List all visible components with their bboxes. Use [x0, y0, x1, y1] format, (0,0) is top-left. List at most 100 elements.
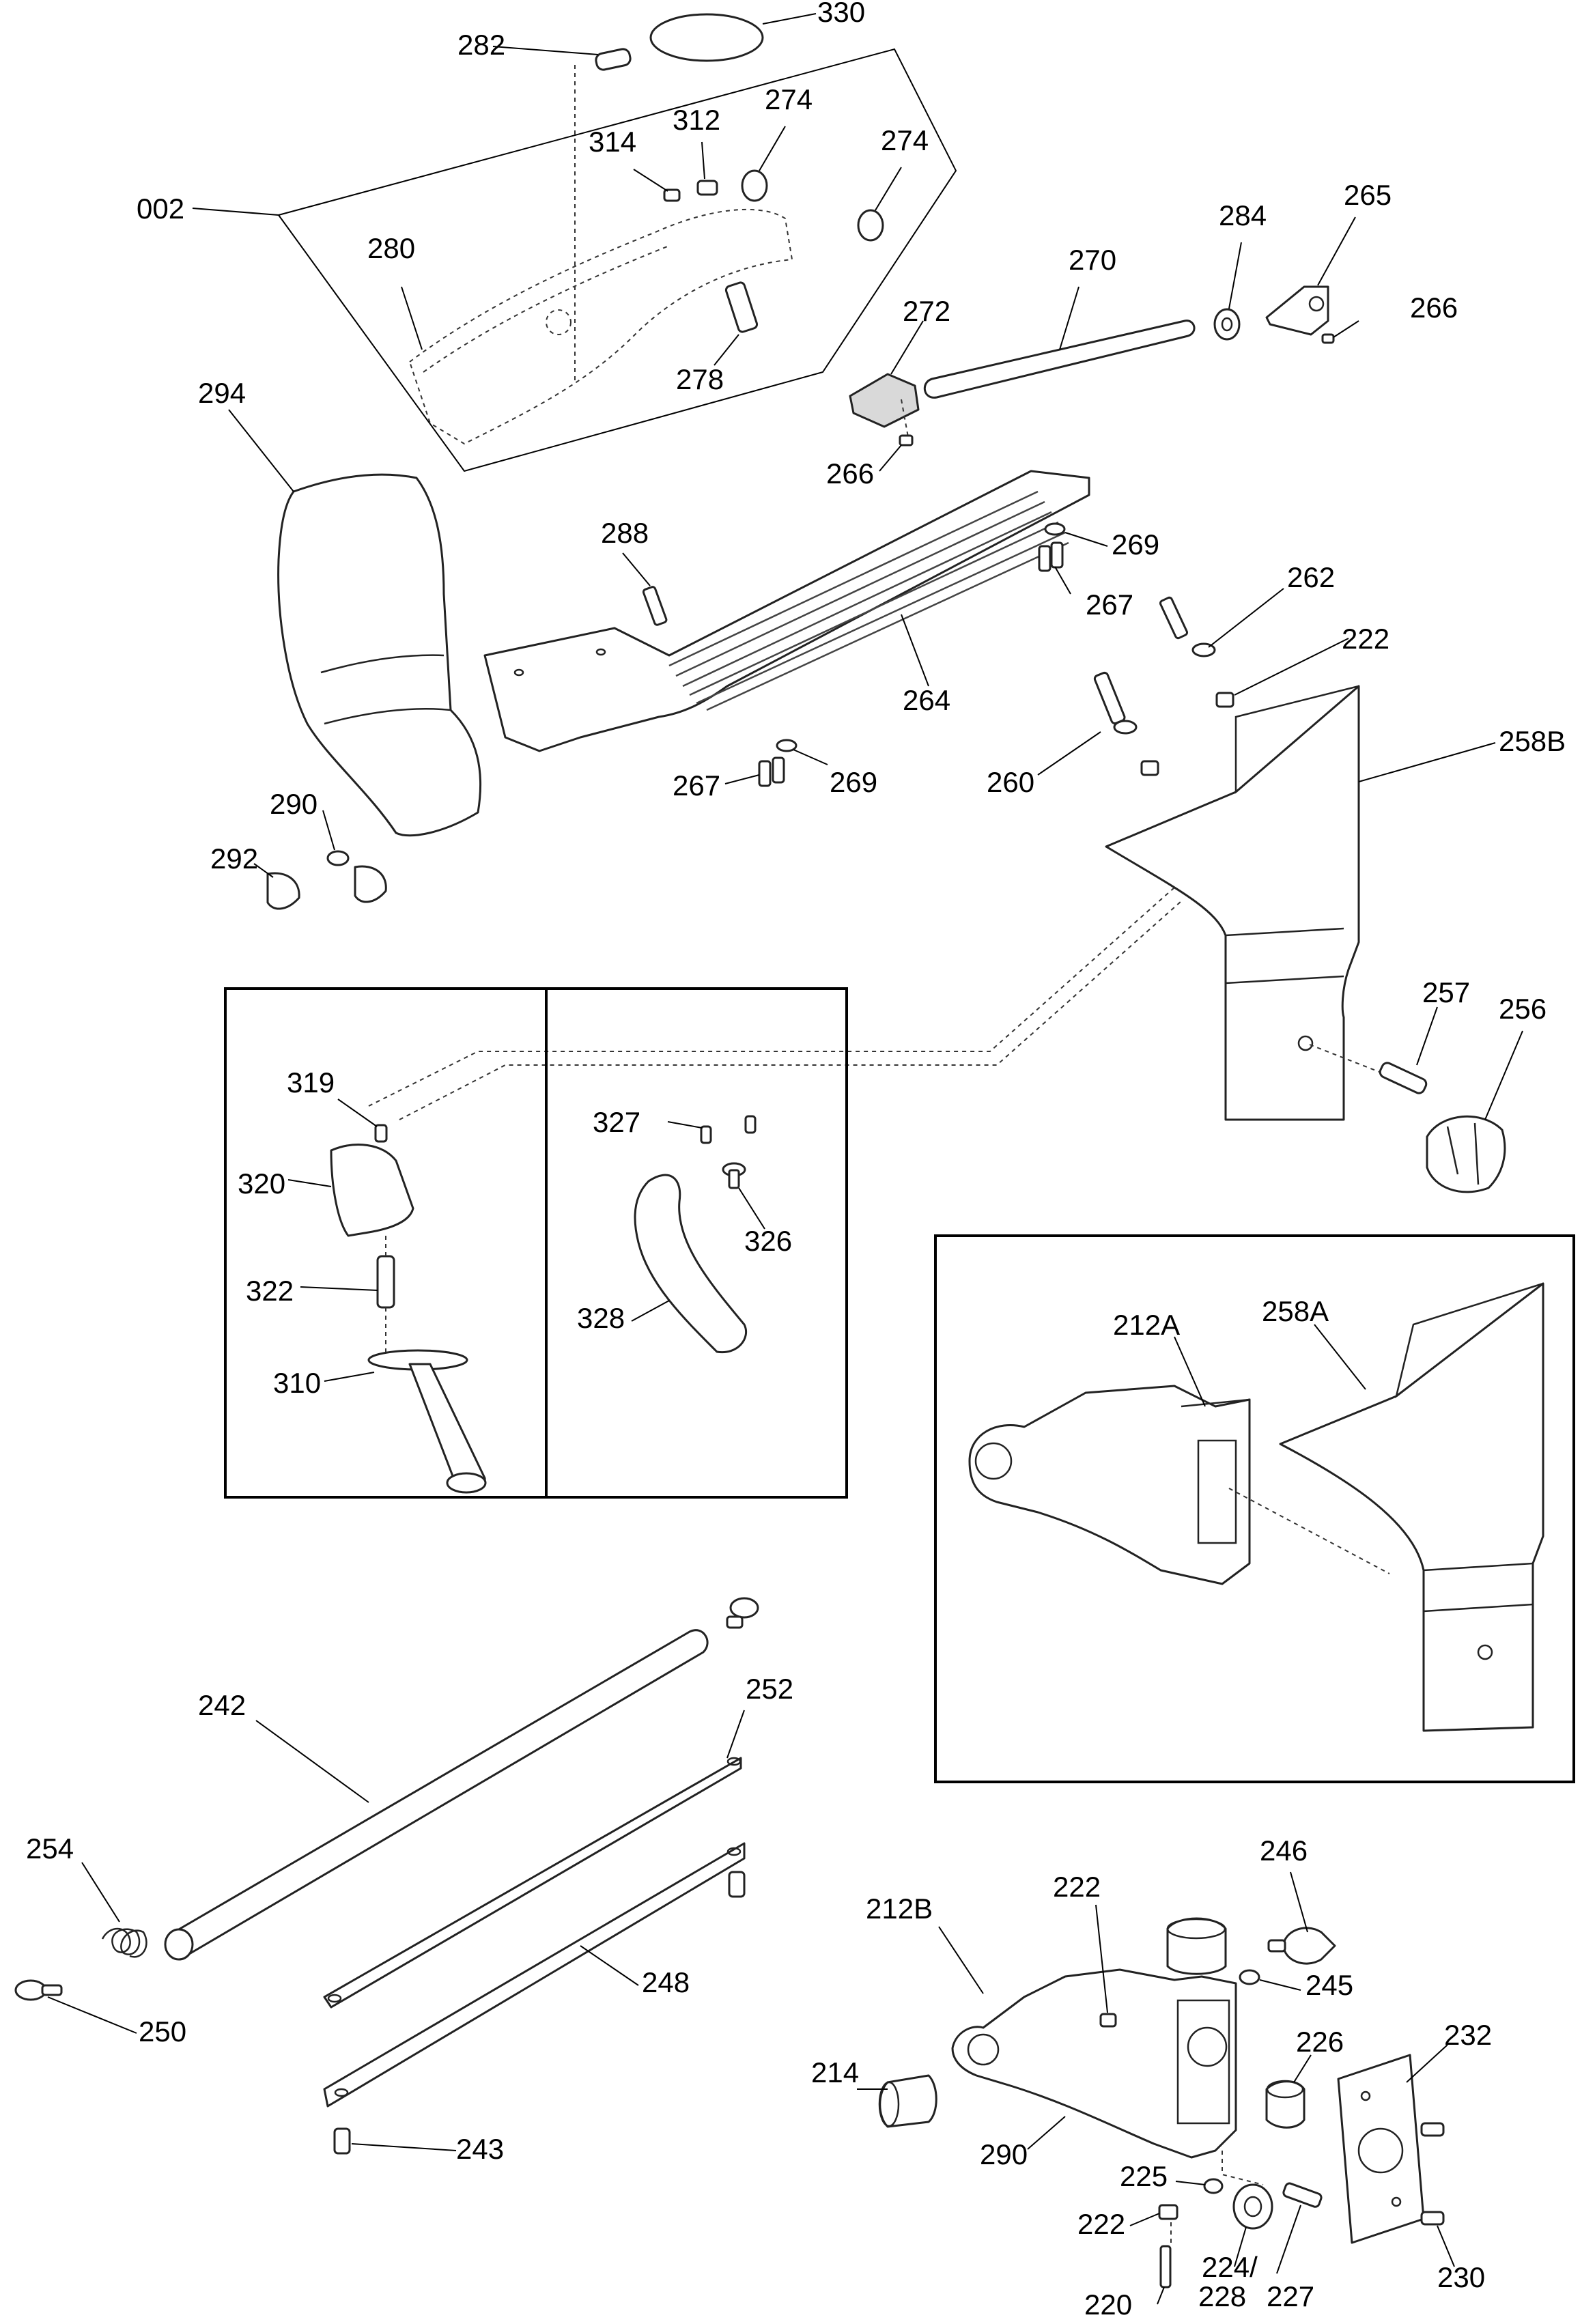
- callout-267-b: 267: [673, 769, 720, 802]
- callout-270: 270: [1069, 244, 1116, 276]
- part-310-handle-tube: [324, 1349, 487, 1494]
- part-264-footrest: [483, 470, 1090, 752]
- callout-226: 226: [1296, 2026, 1344, 2058]
- callout-280: 280: [367, 232, 415, 264]
- part-290-washer-a: [322, 810, 350, 866]
- callout-222-b: 222: [1053, 1871, 1101, 1903]
- detail-box-328: [545, 987, 848, 1499]
- part-292-cap-nut: [253, 863, 387, 910]
- callout-330: 330: [817, 0, 865, 28]
- part-254-spring: [81, 1862, 147, 1958]
- callout-256: 256: [1499, 993, 1547, 1025]
- callout-269-a: 269: [1112, 528, 1159, 561]
- callout-243: 243: [456, 2133, 504, 2165]
- part-bushing-top: [1166, 1917, 1227, 1975]
- callout-212a: 212A: [1113, 1309, 1180, 1341]
- part-326-screw: [722, 1162, 765, 1230]
- part-328-handle: [631, 1174, 748, 1354]
- part-319-screw: [337, 1099, 388, 1143]
- part-232-plate: [1337, 2044, 1448, 2244]
- part-222-nut-a: [1215, 638, 1349, 708]
- callout-284: 284: [1219, 199, 1267, 231]
- callout-252: 252: [746, 1673, 793, 1705]
- part-248-bar: [323, 1842, 746, 2108]
- callout-222-a: 222: [1342, 623, 1389, 655]
- callout-264: 264: [903, 684, 950, 716]
- callout-214: 214: [811, 2056, 859, 2088]
- part-269-washer-b: [776, 739, 828, 765]
- part-246-knob: [1267, 1871, 1336, 1965]
- part-258b-chute: [1105, 685, 1496, 1121]
- callout-265: 265: [1344, 179, 1392, 211]
- callout-290-b: 290: [980, 2138, 1028, 2170]
- callout-328: 328: [577, 1302, 625, 1334]
- part-212b-base: [938, 1926, 1237, 2159]
- callout-222-c: 222: [1077, 2208, 1125, 2240]
- part-227-bolt: [1276, 2182, 1323, 2274]
- callout-319: 319: [287, 1066, 335, 1099]
- callout-274-a: 274: [765, 83, 813, 115]
- callout-310: 310: [273, 1367, 321, 1399]
- callout-225: 225: [1120, 2160, 1168, 2192]
- callout-002: 002: [137, 193, 184, 225]
- part-282-pin: [492, 46, 632, 382]
- part-245-washer: [1239, 1969, 1301, 1991]
- part-290-washer-b: [1027, 2116, 1066, 2150]
- part-284-washer: [1213, 242, 1242, 341]
- part-267-screw-a: [1038, 541, 1071, 595]
- part-274-bushing-b: [857, 167, 902, 242]
- callout-314: 314: [589, 126, 636, 158]
- part-266-screw-a: [879, 434, 914, 472]
- part-312-screw: [696, 141, 718, 196]
- callout-266-b: 266: [1410, 292, 1458, 324]
- callout-224: 224/: [1202, 2251, 1258, 2283]
- part-278-pin: [714, 281, 759, 366]
- part-314-screw: [633, 169, 681, 202]
- callout-322: 322: [246, 1275, 294, 1307]
- callout-290-a: 290: [270, 788, 317, 820]
- callout-272: 272: [903, 295, 950, 327]
- callout-250: 250: [139, 2015, 186, 2047]
- callout-258b: 258B: [1499, 725, 1566, 757]
- part-225-washer: [1175, 2178, 1224, 2194]
- callout-212b: 212B: [866, 1893, 933, 1925]
- detail-box-320: [224, 987, 548, 1499]
- callout-246: 246: [1260, 1834, 1308, 1867]
- part-270-rod: [923, 286, 1196, 399]
- part-262-bolt: [1159, 588, 1284, 657]
- part-294-seat: [228, 409, 482, 837]
- part-256-knob: [1426, 1030, 1523, 1193]
- callout-327: 327: [593, 1106, 640, 1138]
- part-212a-base: [968, 1336, 1251, 1585]
- assembly-002-outline: [278, 48, 957, 472]
- part-288-bolt: [622, 552, 668, 626]
- callout-248: 248: [642, 1966, 690, 1998]
- part-272-bracket: [849, 320, 924, 438]
- part-257-pin: [1309, 1006, 1438, 1094]
- callout-220: 220: [1084, 2288, 1132, 2321]
- part-258a-chute: [1279, 1282, 1544, 1732]
- part-274-bushing-a: [741, 126, 786, 202]
- callout-labels: 330 282 314 312 274 274 002 280 278 284 …: [26, 0, 1566, 2321]
- part-265-bracket: [1265, 216, 1356, 336]
- callout-282: 282: [457, 29, 505, 61]
- part-242-rod: [164, 1629, 709, 1961]
- callout-278: 278: [676, 363, 724, 395]
- part-267-screw-b: [724, 756, 785, 787]
- callout-228: 228: [1198, 2280, 1246, 2312]
- callout-227: 227: [1267, 2280, 1314, 2312]
- callout-260: 260: [987, 766, 1034, 798]
- callout-232: 232: [1444, 2019, 1492, 2051]
- callout-312: 312: [673, 104, 720, 136]
- part-250-screw: [14, 1979, 137, 2034]
- part-260-bolt: [1037, 671, 1159, 776]
- callout-292: 292: [210, 842, 258, 875]
- callout-242: 242: [198, 1689, 246, 1721]
- callout-320: 320: [238, 1167, 285, 1200]
- callout-326: 326: [744, 1225, 792, 1257]
- part-243-screws: [333, 1871, 746, 2155]
- part-269-washer-a: [1044, 522, 1108, 547]
- part-322-pin: [300, 1255, 395, 1309]
- part-320-grip-cap: [287, 1144, 414, 1237]
- part-246-screw-top: [726, 1597, 759, 1629]
